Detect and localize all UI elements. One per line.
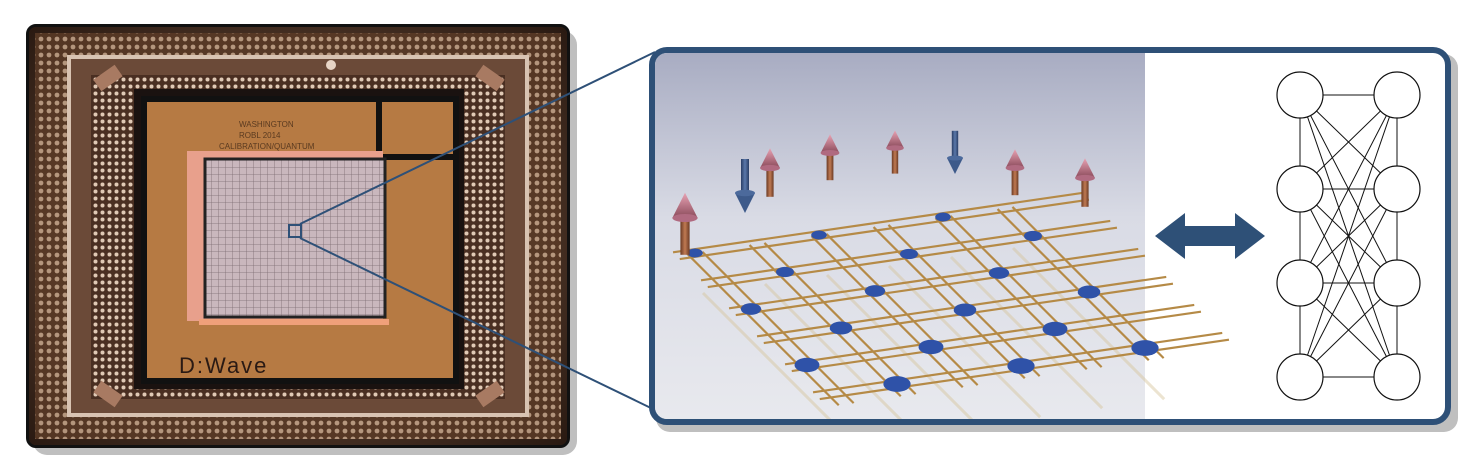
qubit-node	[988, 267, 1010, 279]
qubit-node	[900, 248, 918, 260]
qubit-nodes	[687, 212, 1159, 392]
graph-edge	[1299, 188, 1398, 378]
graph-edge	[1299, 94, 1398, 378]
spin-up-arrow	[820, 134, 840, 181]
spin-up-arrow	[1075, 158, 1095, 207]
qubit-node	[811, 230, 827, 240]
engraving-line-1: WASHINGTON	[239, 120, 294, 129]
engraving-line-3: CALIBRATION/QUANTUM	[219, 142, 315, 151]
graph-node	[1276, 165, 1324, 213]
coupler-wire	[672, 191, 1083, 254]
coupler-shadow	[949, 255, 1104, 410]
qubit-node	[687, 248, 703, 258]
qubit-node	[740, 303, 762, 315]
coupler-wire	[791, 310, 1202, 373]
spin-up-arrow	[1005, 149, 1025, 196]
qubit-node	[918, 339, 944, 355]
graph-node	[1373, 353, 1421, 401]
equivalence-double-arrow	[1155, 213, 1265, 259]
spin-up-arrow	[886, 130, 904, 174]
zoom-panel	[649, 47, 1451, 425]
qubit-node	[1024, 230, 1042, 242]
coupler-wire	[784, 303, 1195, 366]
zoom-region-box	[288, 224, 302, 238]
coupler-shadow	[825, 273, 974, 419]
bipartite-graph	[1276, 71, 1421, 401]
chip-photo-drawing: WASHINGTON ROBL 2014 CALIBRATION/QUANTUM…	[29, 27, 567, 445]
coupler-shadow	[887, 264, 1042, 419]
zoom-panel-drawing	[655, 53, 1421, 419]
coupler-shadow	[701, 291, 832, 419]
qubit-node	[1007, 358, 1035, 374]
qubit-node	[1077, 285, 1101, 299]
graph-node	[1276, 259, 1324, 307]
qubit-node	[864, 285, 886, 297]
graph-node	[1373, 259, 1421, 307]
chip-photo: WASHINGTON ROBL 2014 CALIBRATION/QUANTUM…	[26, 24, 570, 448]
coupler-wire	[735, 254, 1146, 317]
spin-up-arrow	[672, 192, 698, 255]
qubit-node	[1131, 340, 1159, 356]
graph-edge	[1299, 94, 1398, 284]
spin-down-arrow	[735, 159, 755, 213]
graph-node	[1373, 165, 1421, 213]
coupler-shadow	[1011, 246, 1166, 401]
graph-node	[1373, 71, 1421, 119]
graph-node	[1276, 71, 1324, 119]
spin-up-arrow	[760, 148, 780, 197]
qubit-node	[935, 212, 951, 222]
coupler-wire	[679, 198, 1090, 261]
spin-down-arrow	[947, 130, 963, 174]
qubit-node	[794, 357, 820, 373]
chip-brand-logo: D:Wave	[179, 353, 268, 378]
qubit-node	[829, 321, 853, 335]
coupler-wire	[728, 247, 1139, 310]
engraving-line-2: ROBL 2014	[239, 131, 281, 140]
coupler-shadow	[763, 282, 903, 419]
qubit-node	[883, 376, 911, 392]
qubit-node	[953, 303, 977, 317]
spin-arrows	[672, 130, 1095, 255]
qubit-node	[1042, 321, 1068, 337]
qubit-node	[776, 266, 794, 278]
graph-node	[1276, 353, 1324, 401]
